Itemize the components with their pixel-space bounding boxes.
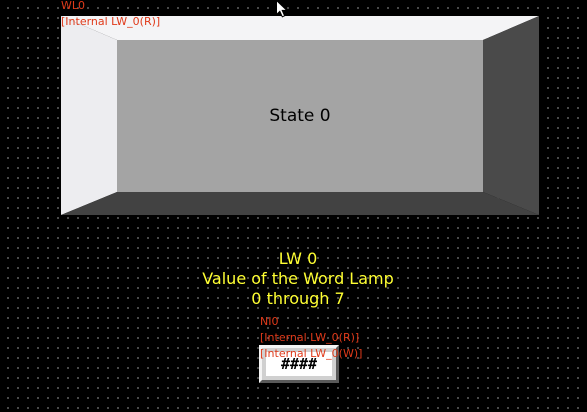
word-lamp-id-tag: WL0	[61, 0, 86, 12]
word-lamp-state-label: State 0	[269, 106, 331, 126]
numeric-input-id-tag: NI0	[260, 315, 279, 328]
caption-line-2: Value of the Word Lamp	[202, 269, 394, 288]
caption-text: LW 0 Value of the Word Lamp 0 through 7	[148, 249, 448, 309]
word-lamp-bevel	[61, 16, 539, 215]
word-lamp-address-tag: [Internal LW_0(R)]	[61, 15, 161, 28]
word-lamp[interactable]: State 0	[61, 16, 539, 215]
numeric-input-write-address-tag: [Internal LW_0(W)]	[260, 347, 363, 360]
numeric-input-display: ####	[266, 352, 332, 376]
numeric-input-read-address-tag: [Internal LW_0(R)]	[260, 331, 360, 344]
mouse-pointer-icon	[276, 0, 289, 22]
caption-line-3: 0 through 7	[251, 289, 345, 308]
caption-line-1: LW 0	[278, 249, 318, 268]
numeric-input[interactable]: ####	[259, 345, 339, 383]
